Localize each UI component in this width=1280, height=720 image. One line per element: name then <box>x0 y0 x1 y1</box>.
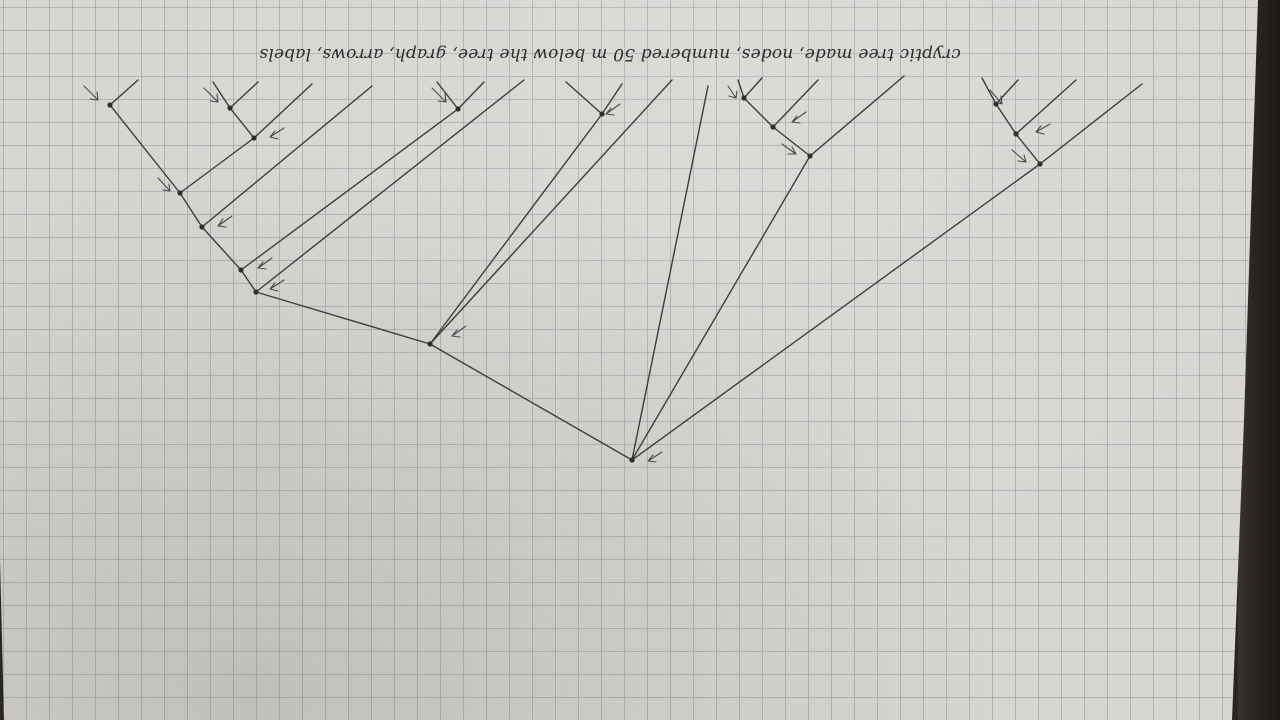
tree-edge <box>995 79 1019 105</box>
arrow-icon <box>257 257 273 270</box>
arrow-icon <box>269 279 285 292</box>
tree-edge <box>772 79 819 128</box>
tree-edge <box>772 126 811 157</box>
tree-edge <box>109 104 181 194</box>
tree-edge <box>565 81 603 115</box>
arrow-icon <box>727 85 738 99</box>
tree-edge <box>631 85 709 461</box>
tree-edge <box>240 108 459 271</box>
arrow-icon <box>781 143 797 155</box>
arrow-icon <box>83 85 99 101</box>
tree-edge <box>109 79 139 106</box>
node-dot <box>427 341 433 347</box>
tree-edge <box>631 155 811 461</box>
tree-edge <box>737 79 745 99</box>
tree-edge <box>743 77 763 99</box>
arrow-icon <box>791 111 807 124</box>
node-dot <box>253 289 259 295</box>
tree-edge <box>255 291 431 345</box>
tree-edge <box>631 163 1041 461</box>
tree-edge <box>253 83 313 139</box>
arrow-icon <box>647 451 663 463</box>
node-dot <box>107 102 113 108</box>
arrow-icon <box>451 325 467 338</box>
node-dot <box>227 105 233 111</box>
tree-edge <box>429 79 673 345</box>
tree-edge <box>229 81 259 109</box>
tree-edge <box>436 81 459 110</box>
node-dot <box>251 135 257 141</box>
node-dot <box>455 106 461 112</box>
arrow-icon <box>203 87 219 103</box>
tree-edge <box>179 192 203 228</box>
arrow-icon <box>431 87 447 103</box>
node-dot <box>599 111 605 117</box>
tree-edge <box>457 81 485 110</box>
tree-edge <box>995 103 1017 135</box>
tree-edge <box>1015 79 1077 135</box>
node-dot <box>1013 131 1019 137</box>
tree-edge <box>429 113 603 345</box>
tree-edge <box>212 81 231 109</box>
node-dot <box>807 153 813 159</box>
tree-edge <box>601 83 623 115</box>
node-dot <box>629 457 635 463</box>
tree-edge <box>981 77 997 105</box>
node-dot <box>741 95 747 101</box>
tree-edge <box>179 137 255 194</box>
tree-edge <box>809 75 905 157</box>
tree-edge <box>1039 83 1143 165</box>
node-dot <box>199 224 205 230</box>
node-dot <box>238 267 244 273</box>
arrow-icon <box>605 103 621 116</box>
node-dot <box>770 124 776 130</box>
tree-edge <box>1015 133 1041 165</box>
tree-edge <box>201 226 242 271</box>
tree-edge <box>201 85 373 228</box>
arrow-icon <box>1035 123 1051 135</box>
node-dot <box>177 190 183 196</box>
arrow-icon <box>1011 149 1027 163</box>
node-dot <box>1037 161 1043 167</box>
tree-edge <box>255 79 525 293</box>
tree-edge <box>240 269 257 293</box>
handwritten-note: cryptic tree made, nodes, numbered 50 m … <box>259 44 961 64</box>
arrow-icon <box>989 89 1003 105</box>
arrow-icon <box>269 127 285 140</box>
tree-edge <box>229 107 255 139</box>
tree-edge <box>743 97 774 128</box>
arrow-icon <box>157 177 171 192</box>
arrow-icon <box>217 215 233 228</box>
tree-edge <box>429 343 633 461</box>
